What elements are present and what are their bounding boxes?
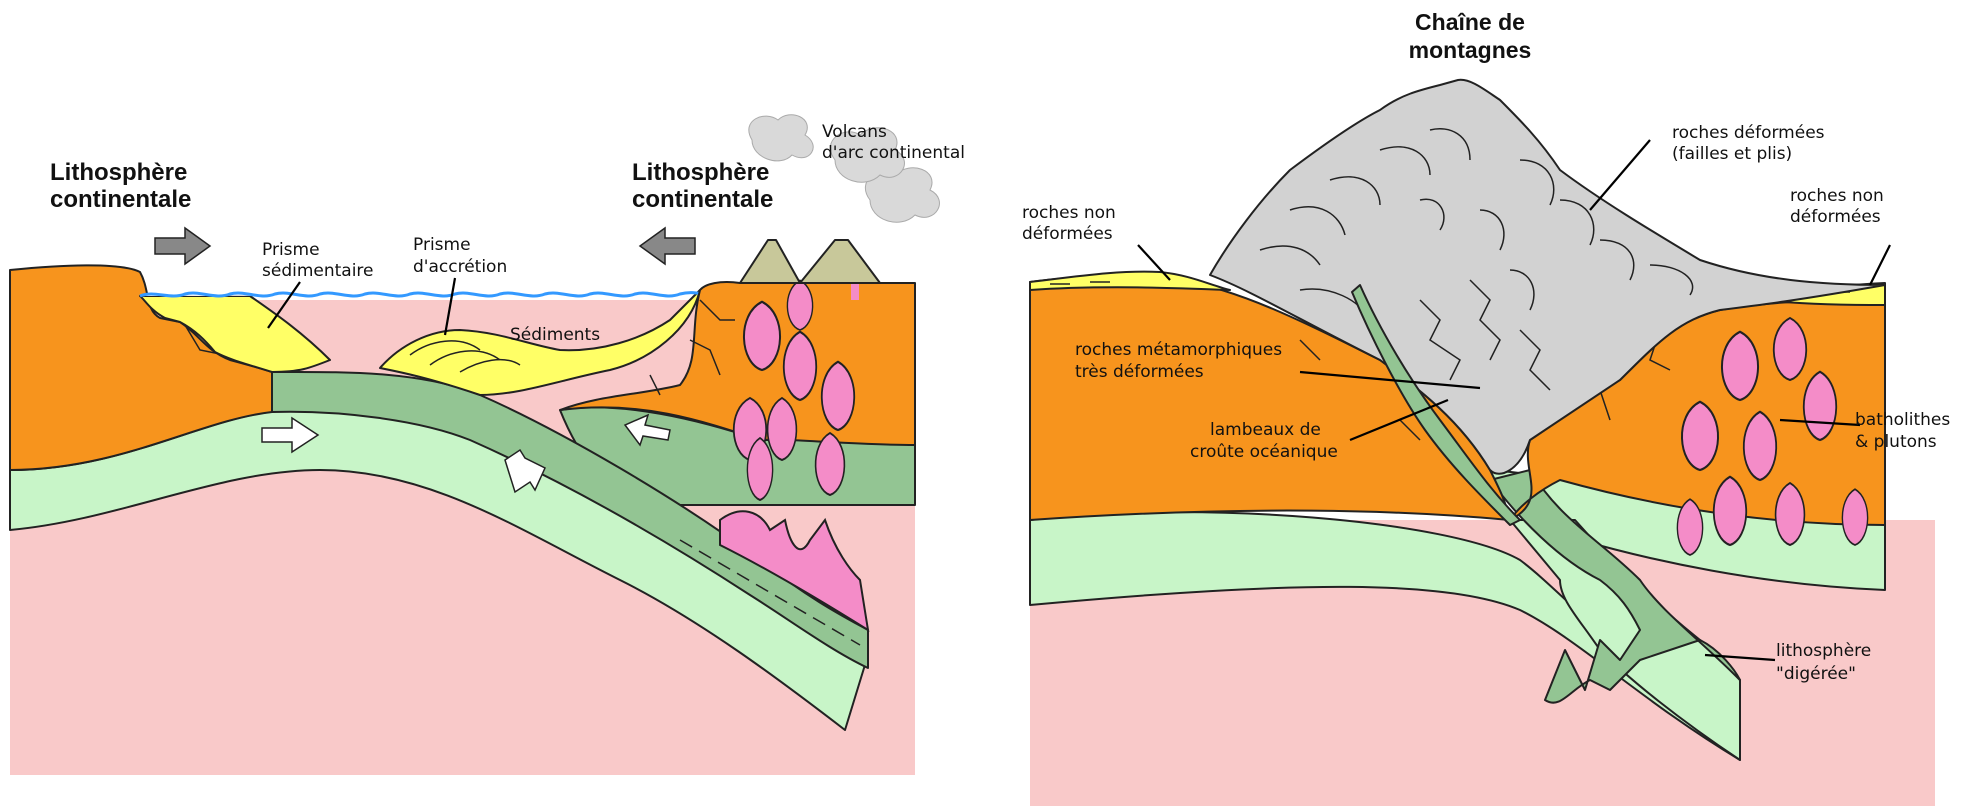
label-roches-deformees-1: roches déformées [1672, 123, 1825, 143]
label-lithosphere-digeree-1: lithosphère [1776, 641, 1871, 661]
label-batholithes-1: batholithes [1855, 410, 1950, 430]
left-arrow-right-icon [155, 228, 210, 264]
label-prisme-accretion-1: Prisme [413, 235, 471, 255]
right-sediments-left [1030, 272, 1230, 290]
label-lithosphere-digeree-2: "digérée" [1776, 664, 1856, 684]
label-roches-metamorphiques-2: très déformées [1075, 362, 1204, 382]
label-prisme-sedimentaire-2: sédimentaire [262, 261, 374, 281]
label-prisme-sedimentaire-1: Prisme [262, 240, 320, 260]
label-volcans-2: d'arc continental [822, 143, 965, 163]
left-ocean [140, 293, 712, 296]
pointer-roches-non-deformees-right [1870, 245, 1890, 285]
label-roches-non-deformees-right-2: déformées [1790, 207, 1881, 227]
label-lithosphere-right-2: continentale [632, 186, 773, 213]
label-lambeaux-2: croûte océanique [1190, 442, 1338, 462]
left-panel: Lithosphère continentale Lithosphère con… [10, 115, 965, 775]
label-lithosphere-left-1: Lithosphère [50, 159, 187, 186]
label-volcans-1: Volcans [822, 122, 887, 142]
label-roches-metamorphiques-1: roches métamorphiques [1075, 340, 1282, 360]
label-lithosphere-right-1: Lithosphère [632, 159, 769, 186]
label-roches-non-deformees-right-1: roches non [1790, 186, 1884, 206]
label-lambeaux-1: lambeaux de [1210, 420, 1321, 440]
right-panel: Chaîne de montagnes roches déformées (fa… [1022, 9, 1950, 806]
label-lithosphere-left-2: continentale [50, 186, 191, 213]
label-sediments: Sédiments [510, 325, 600, 345]
label-roches-deformees-2: (failles et plis) [1672, 144, 1792, 164]
label-roches-non-deformees-left-1: roches non [1022, 203, 1116, 223]
label-roches-non-deformees-left-2: déformées [1022, 224, 1113, 244]
left-arrow-left-icon [640, 228, 695, 264]
label-prisme-accretion-2: d'accrétion [413, 257, 507, 277]
title-line-1: Chaîne de [1415, 9, 1525, 35]
label-batholithes-2: & plutons [1855, 432, 1937, 452]
title-line-2: montagnes [1409, 37, 1532, 63]
pointer-roches-deformees [1590, 140, 1650, 210]
